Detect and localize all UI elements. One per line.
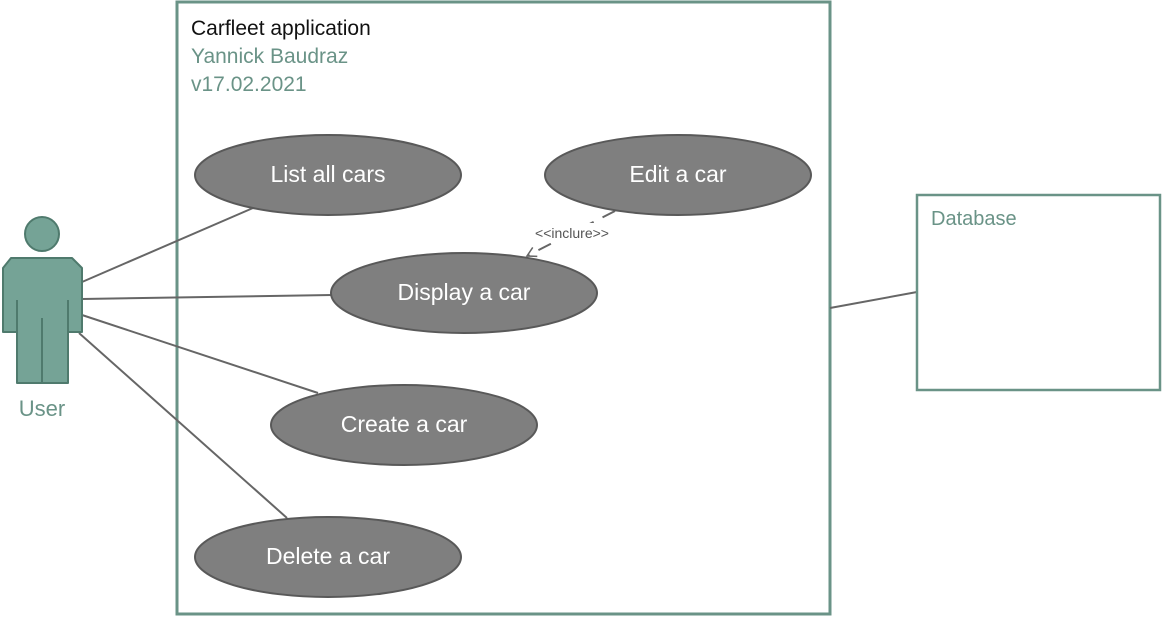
- database-box[interactable]: Database: [915, 193, 1162, 392]
- user-actor-icon[interactable]: [2, 216, 83, 384]
- use-case-label: Display a car: [398, 279, 531, 305]
- use-case-edit-a-car[interactable]: Edit a car: [544, 134, 812, 216]
- include-label-bg: [520, 223, 624, 243]
- association-line-create: [81, 314, 319, 394]
- association-line-database: [829, 291, 918, 309]
- system-version: v17.02.2021: [191, 73, 307, 96]
- actor-label: User: [19, 396, 65, 421]
- include-label: <<inclure>>: [535, 225, 609, 241]
- use-case-create-a-car[interactable]: Create a car: [270, 384, 538, 466]
- use-case-list-all-cars[interactable]: List all cars: [194, 134, 462, 216]
- association-line-delete: [78, 332, 288, 519]
- system-title: Carfleet application: [191, 17, 371, 40]
- association-line-display: [81, 294, 333, 300]
- association-line-list-all: [81, 207, 254, 283]
- use-case-label: Delete a car: [266, 543, 390, 569]
- system-author: Yannick Baudraz: [191, 45, 348, 68]
- use-case-label: Edit a car: [629, 161, 726, 187]
- use-case-display-a-car[interactable]: Display a car: [330, 252, 598, 334]
- use-case-delete-a-car[interactable]: Delete a car: [194, 516, 462, 598]
- database-label: Database: [931, 208, 1017, 230]
- use-case-label: List all cars: [270, 161, 385, 187]
- use-case-label: Create a car: [341, 411, 468, 437]
